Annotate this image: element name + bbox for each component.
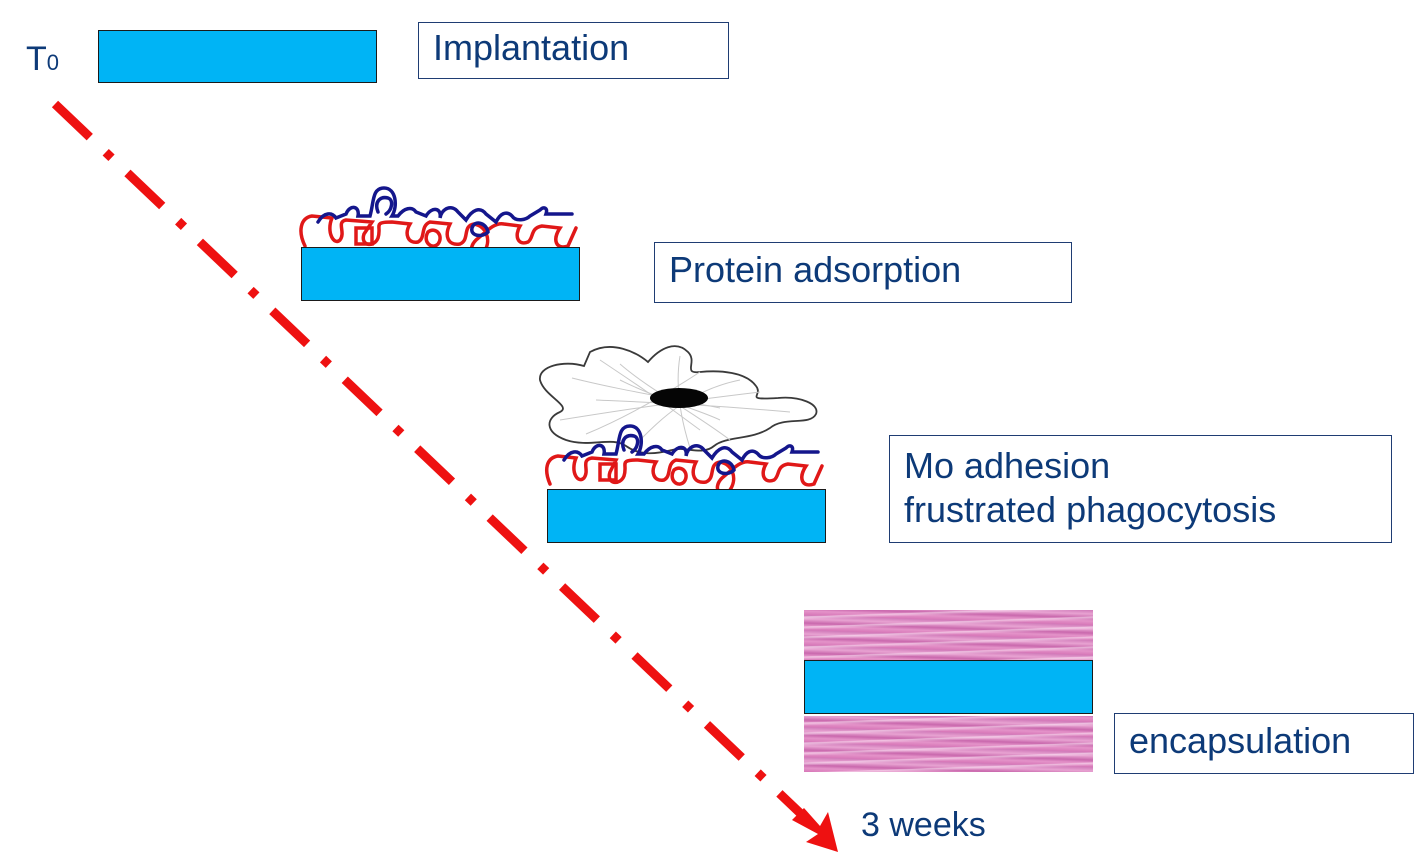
end-time-label: 3 weeks — [861, 806, 986, 844]
nucleus-icon — [650, 388, 708, 408]
start-time-label: T0 — [26, 40, 59, 79]
fibrous-capsule-top — [804, 610, 1093, 660]
implant-stage-2 — [301, 247, 580, 301]
implant-stage-3 — [547, 489, 826, 543]
implant-stage-4 — [804, 660, 1093, 714]
stage-label-line: Mo adhesion — [904, 445, 1111, 486]
implant-stage-1 — [98, 30, 377, 83]
start-time-letter: T — [26, 40, 47, 78]
stage-label-line: Protein adsorption — [669, 249, 962, 290]
start-time-subscript: 0 — [46, 50, 60, 75]
stage-label-protein-adsorption: Protein adsorption — [654, 242, 1072, 303]
stage-label-line: frustrated phagocytosis — [904, 489, 1277, 530]
stage-label-mo-adhesion: Mo adhesion frustrated phagocytosis — [889, 435, 1392, 543]
stage-label-implantation: Implantation — [418, 22, 729, 79]
stage-label-line: encapsulation — [1129, 720, 1352, 761]
fibrous-capsule-bottom — [804, 716, 1093, 772]
arrow-head-icon — [792, 808, 838, 852]
stage-label-encapsulation: encapsulation — [1114, 713, 1414, 774]
stage-label-line: Implantation — [433, 27, 630, 68]
